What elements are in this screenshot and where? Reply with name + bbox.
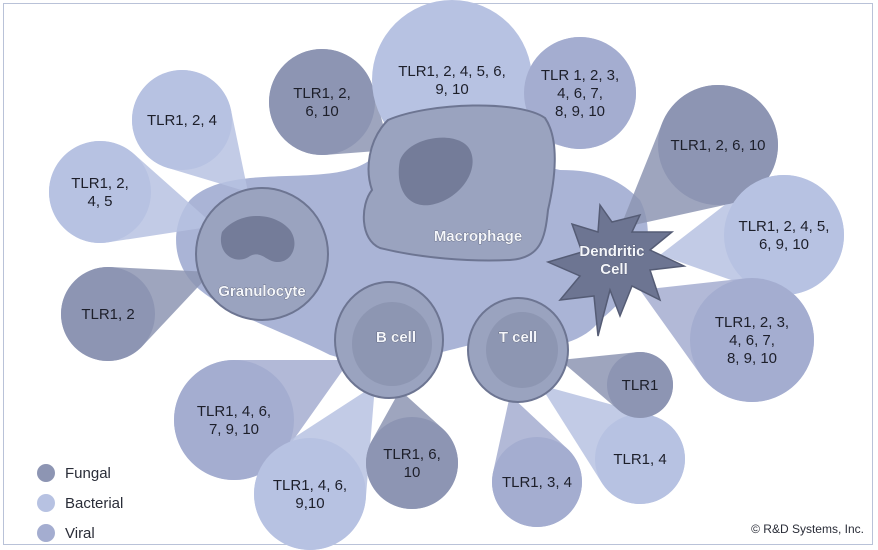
bubble-circle-viral — [492, 437, 582, 527]
tlr-bubble-b-bacterial: TLR1, 4, 6,9,10 — [254, 438, 366, 550]
copyright: © R&D Systems, Inc. — [751, 522, 864, 536]
legend-item-fungal: Fungal — [37, 458, 123, 488]
bubble-text-mac-fungal: TLR1, 2,6, 10 — [293, 85, 351, 120]
bubble-text-t-viral: TLR1, 3, 4 — [502, 474, 572, 491]
bubble-text-gran-bacterial-2: TLR1, 2,4, 5 — [71, 175, 129, 210]
bubble-circle-fungal — [269, 49, 375, 155]
dendritic-cell: Dendritic Cell — [545, 202, 687, 337]
bubble-circle-viral — [524, 37, 636, 149]
bubble-circle-fungal — [658, 85, 778, 205]
tlr-bubble-t-fungal: TLR1 — [607, 352, 673, 418]
tlr-bubble-t-viral: TLR1, 3, 4 — [492, 437, 582, 527]
macrophage-cell: Macrophage — [362, 104, 556, 262]
bubble-circle-bacterial — [595, 414, 685, 504]
legend-swatch-fungal — [37, 464, 55, 482]
legend-swatch-bacterial — [37, 494, 55, 512]
tlr-bubble-gran-bacterial-2: TLR1, 2,4, 5 — [49, 141, 151, 243]
bubble-text-gran-bacterial-1: TLR1, 2, 4 — [147, 112, 217, 129]
t-cell: T cell — [467, 297, 569, 403]
bubble-circle-viral — [690, 278, 814, 402]
tlr-bubble-gran-bacterial-1: TLR1, 2, 4 — [132, 70, 232, 170]
granulocyte-label: Granulocyte — [218, 283, 306, 300]
bubble-circle-bacterial — [132, 70, 232, 170]
b-cell-label: B cell — [376, 329, 416, 346]
granulocyte-cell: Granulocyte — [195, 187, 329, 321]
bubble-circle-bacterial — [724, 175, 844, 295]
bubble-text-mac-viral: TLR 1, 2, 3,4, 6, 7,8, 9, 10 — [541, 67, 619, 120]
macrophage-label: Macrophage — [434, 228, 522, 245]
b-cell: B cell — [334, 281, 444, 399]
bubble-text-b-fungal: TLR1, 6,10 — [383, 446, 441, 481]
tlr-bubble-dc-viral: TLR1, 2, 3,4, 6, 7,8, 9, 10 — [690, 278, 814, 402]
bubble-text-t-bacterial: TLR1, 4 — [613, 451, 666, 468]
bubble-text-dc-bacterial: TLR1, 2, 4, 5,6, 9, 10 — [739, 218, 830, 253]
bubble-text-t-fungal: TLR1 — [622, 377, 659, 394]
bubble-text-b-bacterial: TLR1, 4, 6,9,10 — [273, 477, 347, 512]
bubble-text-gran-fungal: TLR1, 2 — [81, 306, 134, 323]
dendritic-label: Dendritic Cell — [579, 243, 648, 278]
tlr-bubble-mac-fungal: TLR1, 2,6, 10 — [269, 49, 375, 155]
tlr-bubble-dc-fungal: TLR1, 2, 6, 10 — [658, 85, 778, 205]
tlr-bubble-gran-fungal: TLR1, 2 — [61, 267, 155, 361]
legend: Fungal Bacterial Viral — [37, 458, 123, 548]
bubble-circle-fungal — [607, 352, 673, 418]
legend-swatch-viral — [37, 524, 55, 542]
tlr-bubble-b-fungal: TLR1, 6,10 — [366, 417, 458, 509]
tlr-bubble-mac-viral: TLR 1, 2, 3,4, 6, 7,8, 9, 10 — [524, 37, 636, 149]
t-cell-label: T cell — [499, 329, 537, 346]
bubble-circle-fungal — [366, 417, 458, 509]
tlr-bubble-t-bacterial: TLR1, 4 — [595, 414, 685, 504]
bubble-text-b-viral: TLR1, 4, 6,7, 9, 10 — [197, 403, 271, 438]
legend-label-viral: Viral — [65, 524, 95, 542]
bubble-circle-fungal — [61, 267, 155, 361]
tlr-bubble-b-viral: TLR1, 4, 6,7, 9, 10 — [174, 360, 294, 480]
bubble-text-dc-fungal: TLR1, 2, 6, 10 — [670, 137, 765, 154]
bubble-circle-bacterial — [49, 141, 151, 243]
legend-item-bacterial: Bacterial — [37, 488, 123, 518]
legend-label-bacterial: Bacterial — [65, 494, 124, 512]
tlr-bubble-dc-bacterial: TLR1, 2, 4, 5,6, 9, 10 — [724, 175, 844, 295]
bubble-text-mac-bacterial: TLR1, 2, 4, 5, 6,9, 10 — [398, 63, 506, 98]
bubble-circle-bacterial — [254, 438, 366, 550]
legend-item-viral: Viral — [37, 518, 123, 548]
legend-label-fungal: Fungal — [65, 464, 111, 482]
bubble-text-dc-viral: TLR1, 2, 3,4, 6, 7,8, 9, 10 — [715, 314, 789, 367]
bubble-circle-viral — [174, 360, 294, 480]
